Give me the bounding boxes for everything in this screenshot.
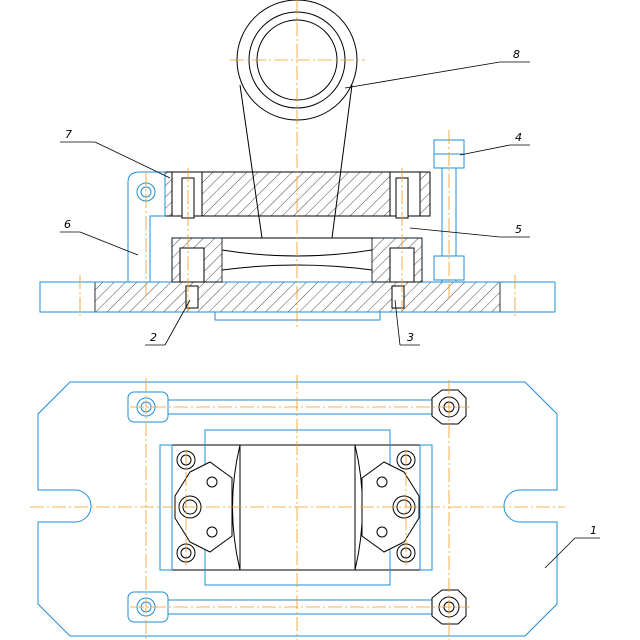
right-flange [361, 450, 420, 563]
callout-labels: 8 7 4 6 5 2 3 1 [64, 48, 597, 537]
callout-1: 1 [590, 524, 597, 537]
plan-centerlines [30, 375, 565, 640]
front-centerlines [79, 0, 516, 330]
left-flange [174, 450, 233, 563]
clamp-plate-section [164, 171, 431, 217]
plan-view [37, 381, 558, 637]
lower-seat [171, 237, 423, 283]
callout-5: 5 [515, 223, 522, 236]
base-plate-section [39, 281, 556, 321]
callout-7: 7 [65, 128, 72, 141]
callout-8: 8 [513, 48, 520, 61]
callout-3: 3 [407, 331, 414, 344]
front-view [39, 0, 556, 321]
callout-6: 6 [64, 218, 71, 231]
base-plate-outline [37, 381, 558, 637]
hinge-clamp [127, 171, 166, 283]
callouts [60, 61, 600, 569]
callout-2: 2 [150, 331, 157, 344]
callout-4: 4 [515, 131, 522, 144]
